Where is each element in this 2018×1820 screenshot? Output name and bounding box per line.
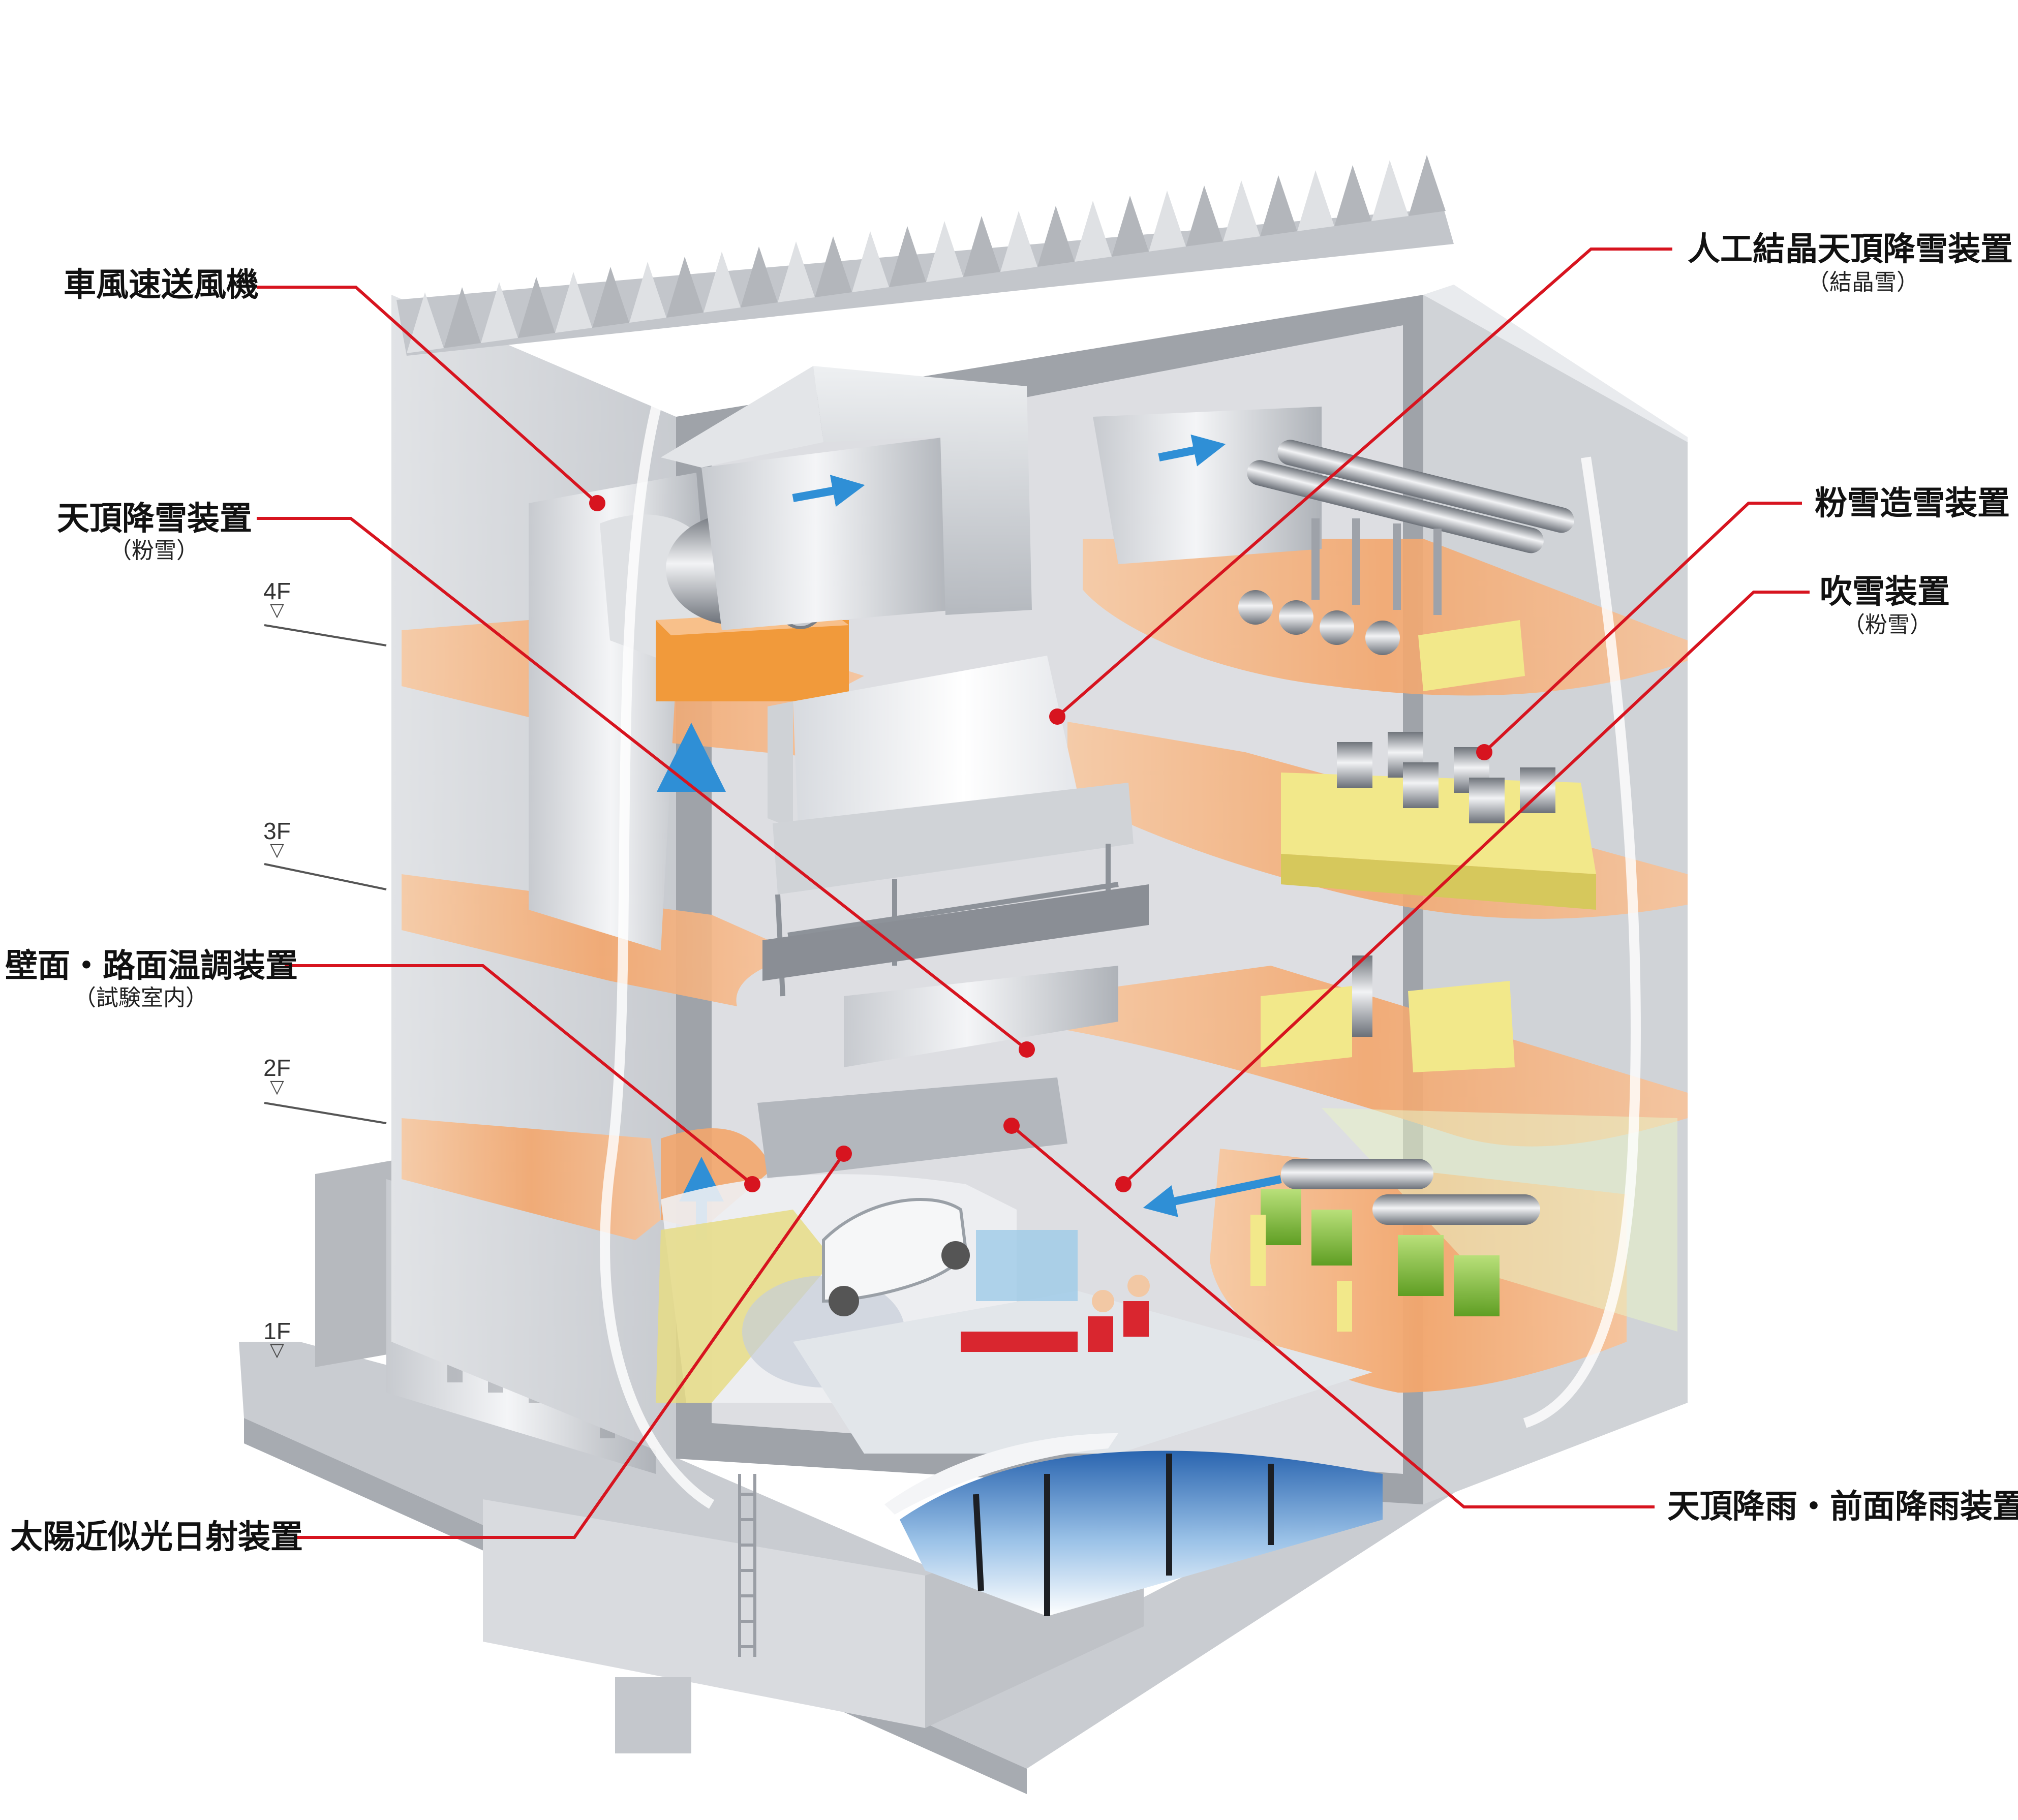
label-rain: 天頂降雨・前面降雨装置 [1667, 1488, 2018, 1526]
leader-rain-dot [1003, 1118, 1020, 1134]
roof-ridge [963, 216, 1000, 277]
snow-piping [1238, 440, 1574, 691]
floor-marker-2f: 2F ▽ [262, 1056, 292, 1096]
leader-rain [1011, 1124, 1655, 1508]
refrigeration-plant [1250, 1159, 1540, 1332]
front-window [884, 1433, 1383, 1616]
control-desk [961, 1332, 1078, 1352]
leader-blowing-snow [1122, 591, 1810, 1186]
roof-ridge [555, 272, 592, 333]
roof-ridge [1260, 175, 1297, 236]
floor-marker-4f: 4F ▽ [262, 579, 292, 619]
roof-ridge [778, 241, 815, 302]
roof-ridge [1371, 160, 1409, 221]
floor-triangle-4f: ▽ [270, 599, 284, 620]
leader-wind-blower [257, 286, 599, 505]
roof-ridge [889, 226, 926, 287]
label-wall-road-sub: （試験室内） [74, 985, 208, 1011]
roof-ridge [1223, 180, 1260, 241]
label-zenith-snow-sub: （粉雪） [109, 538, 199, 564]
label-blowing-snow: 吹雪装置 [1820, 573, 1950, 611]
roof-ridge [1186, 186, 1223, 246]
leader-powder-snow-dot [1476, 744, 1492, 760]
roof-ridge [444, 287, 481, 348]
leader-wall-road-dot [744, 1176, 760, 1192]
roof-ridge [704, 252, 741, 313]
label-wind-blower: 車風速送風機 [64, 266, 259, 304]
glass-edge-right [1523, 456, 1641, 1428]
label-blowing-snow-sub: （粉雪） [1843, 612, 1932, 638]
roof-ridge [926, 221, 963, 282]
leader-blowing-snow-dot [1115, 1176, 1132, 1192]
leader-lines [257, 248, 1810, 1539]
floor-label-1f: 1F [263, 1318, 291, 1344]
floor-marker-3f: 3F ▽ [262, 819, 292, 859]
roof-ridge [1149, 191, 1186, 252]
label-zenith-snow: 天頂降雪装置 [57, 500, 252, 538]
crystal-snow-box [768, 656, 1134, 997]
roof-ridge [1297, 170, 1334, 231]
roof-ridge [481, 282, 518, 343]
roof-ridge [741, 246, 778, 307]
leader-solar [295, 1153, 845, 1539]
leader-zenith-snow-dot [1019, 1041, 1035, 1058]
label-solar: 太陽近似光日射装置 [10, 1519, 303, 1556]
roof-ridge [1409, 155, 1446, 216]
roof-ridge [629, 262, 666, 323]
floor-label-4f: 4F [263, 578, 291, 604]
leader-powder-snow [1483, 502, 1802, 754]
rain-apparatus [757, 884, 1149, 1179]
annex-block [315, 1159, 402, 1367]
leader-wall-road [285, 964, 753, 1186]
leader-crystal-snow [1056, 248, 1672, 718]
roof-ridge [592, 267, 629, 328]
roof-ridge [1334, 165, 1371, 226]
floor-triangle-2f: ▽ [270, 1076, 284, 1097]
basement-shaft [615, 1677, 691, 1753]
roof-ridge [1000, 211, 1037, 272]
roof-ridge [815, 236, 852, 297]
roof-ridge [1075, 201, 1112, 262]
air-duct [661, 366, 1322, 630]
ladder [738, 1474, 756, 1657]
label-crystal-snow-sub: （結晶雪） [1807, 269, 1919, 295]
roof-ridge [1037, 206, 1075, 267]
test-car [822, 1198, 970, 1316]
label-crystal-snow: 人工結晶天頂降雪装置 [1688, 231, 2013, 268]
roof-ridges [407, 155, 1446, 353]
floor-triangle-1f: ▽ [270, 1339, 284, 1360]
roof-ridge [518, 277, 555, 338]
label-powder-snow-maker: 粉雪造雪装置 [1815, 485, 2010, 522]
floor-label-3f: 3F [263, 818, 291, 844]
roof-ridge [852, 231, 889, 292]
leader-wind-blower-dot [589, 495, 605, 511]
label-wall-road: 壁面・路面温調装置 [5, 947, 298, 985]
floor-marker-1f: 1F ▽ [262, 1319, 292, 1359]
floor-triangle-3f: ▽ [270, 839, 284, 860]
roof-ridge [407, 292, 444, 353]
floor-label-2f: 2F [263, 1055, 291, 1081]
roof-ridge [666, 257, 704, 318]
right-wall-top [1423, 285, 1688, 442]
leader-zenith-snow [257, 517, 1028, 1051]
basement-wall [483, 1499, 925, 1728]
floor-level-lines [264, 624, 387, 1124]
leader-crystal-snow-dot [1049, 708, 1065, 725]
blowing-snow-units [1261, 955, 1515, 1072]
roof-ridge [1112, 196, 1149, 257]
leader-solar-dot [836, 1146, 852, 1162]
test-chamber [656, 1174, 1372, 1454]
control-window [976, 1230, 1078, 1301]
